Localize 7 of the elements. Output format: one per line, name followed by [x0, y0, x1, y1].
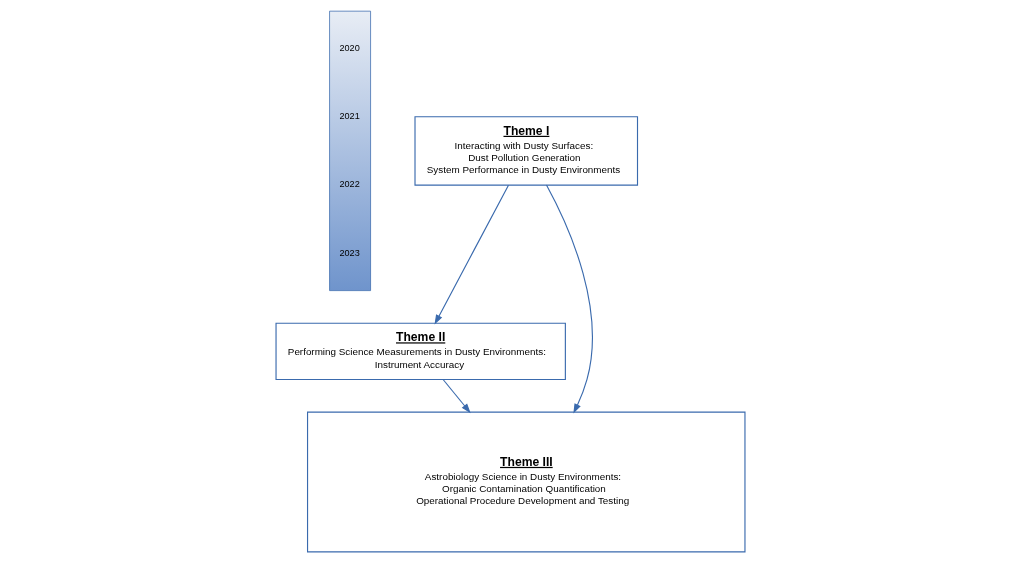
arrow	[545, 184, 593, 414]
node-box: 2020 2021 2022 2023	[328, 10, 371, 291]
arrow	[442, 378, 471, 414]
node-box: Theme I Interacting with Dusty Surfaces: Dust Pollution Generation System Performance in Dusty Environments	[413, 116, 638, 186]
node-box: Theme III Astrobiology Science in Dusty Environments: Organic Contamination Quantification Operational Procedure Development and Testing	[306, 411, 746, 553]
arrow	[434, 184, 509, 325]
node-box: Theme II Performing Science Measurements in Dusty Environments: Instrument Accuracy	[274, 322, 566, 381]
